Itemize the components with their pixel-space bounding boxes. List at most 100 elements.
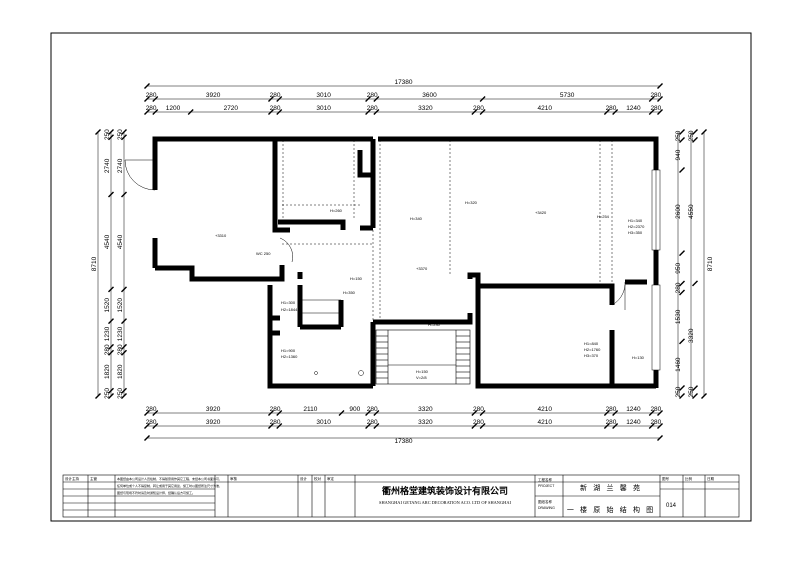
dimension-tick — [121, 134, 127, 141]
bottom-dimension-row1: 2110 — [303, 406, 317, 413]
bottom-dimension-row1: 3320 — [418, 406, 433, 413]
dimension-tick — [121, 393, 127, 399]
top-dimension-row1: 280 — [146, 92, 157, 99]
bottom-dimension-row1: 3920 — [206, 406, 221, 413]
drawing-name: 一 楼 原 始 结 构 图 — [567, 505, 655, 514]
top-dimension-row1: 280 — [367, 92, 378, 99]
dimension-tick — [144, 435, 150, 441]
dimension-tick — [657, 109, 663, 115]
right-dimension-col1: 1530 — [675, 309, 682, 324]
dimension-tick — [108, 343, 114, 350]
note-line-1: 本图纸由本公司设计人员绘制，不得随意用作其它工程，未经本公司书面许可， — [117, 476, 222, 481]
title-block-texts: 设计主持 主管 本图纸由本公司设计人员绘制，不得随意用作其它工程，未经本公司书面… — [65, 476, 715, 514]
top-dimension-row1: 3600 — [422, 92, 437, 99]
dimension-tick — [373, 410, 380, 416]
dimension-tick — [603, 109, 610, 115]
dimension-tick — [692, 385, 698, 392]
dimension-tick — [657, 435, 663, 441]
dimension-tick — [121, 286, 127, 293]
left-dimension-col1: 250 — [104, 388, 111, 399]
room-annotation: H=130 — [632, 355, 645, 360]
dimension-tick — [276, 423, 283, 429]
dimension-tick — [108, 393, 114, 399]
sheet-frame — [50, 32, 752, 522]
left-dimension-col1: 1230 — [104, 326, 111, 341]
top-dimension-row1: 3010 — [316, 92, 331, 99]
bottom-dimension-row2: 3920 — [206, 419, 221, 426]
dimension-tick — [679, 289, 685, 296]
dimension-tick — [152, 423, 159, 429]
dimension-tick — [471, 410, 478, 416]
left-dimension-col1: 250 — [104, 129, 111, 140]
bottom-dimension-row2: 280 — [650, 419, 661, 426]
dimension-tick — [657, 410, 663, 416]
dimension-lines — [97, 85, 705, 439]
dimension-tick — [276, 410, 283, 416]
right-dimension-col1: 940 — [675, 149, 682, 160]
right-dimension-col1: 280 — [675, 282, 682, 293]
dimension-tick — [108, 134, 114, 141]
dimension-tick — [648, 410, 655, 416]
dimension-tick — [95, 393, 101, 399]
dimension-tick — [479, 410, 486, 416]
dimension-tick — [657, 83, 663, 89]
bottom-dimension-row2: 3010 — [316, 419, 331, 426]
left-dimension-col2: 280 — [117, 344, 124, 355]
top-dimension-row2: 3010 — [316, 105, 331, 112]
room-annotation: H=230 — [428, 322, 441, 327]
dimension-tick — [679, 250, 685, 257]
room-annotation: H2=1360 — [281, 354, 298, 359]
left-dimension-col1: 1820 — [104, 364, 111, 379]
dimension-tick — [365, 410, 372, 416]
dimension-tick — [152, 109, 159, 115]
left-dimension-col1: 4540 — [104, 234, 111, 249]
cell-label-6: 审定 — [327, 476, 335, 481]
top-dimension-row2: 2720 — [224, 105, 239, 112]
top-dimension-row1: 280 — [650, 92, 661, 99]
dimension-tick — [121, 129, 127, 135]
date-label: 日期 — [707, 476, 715, 481]
dimension-tick — [144, 410, 150, 416]
note-line-2: 任何单位或个人不得复制、转让或用于其它用途，施工时以图纸所注尺寸为准， — [117, 483, 222, 488]
top-dimension-row1: 5730 — [560, 92, 575, 99]
bottom-dimension-row2: 280 — [473, 419, 484, 426]
bottom-dimension-row1: 280 — [367, 406, 378, 413]
dimension-tick — [338, 410, 345, 416]
dimension-tick — [108, 129, 114, 135]
company-name-cn: 衢州格堂建筑装饰设计有限公司 — [382, 485, 508, 497]
cell-label-4: 设计 — [300, 476, 308, 481]
room-annotation: H=320 — [465, 200, 478, 205]
room-annotation: H3=370 — [584, 353, 599, 358]
room-annotation: H1=340 — [628, 218, 643, 223]
right-dimension-col2: 250 — [688, 386, 695, 397]
dimension-tick — [108, 318, 114, 325]
dimension-tick — [657, 423, 663, 429]
cell-label-3: 审核 — [230, 476, 237, 481]
left-dimension-col2: 1820 — [117, 364, 124, 379]
walls — [152, 136, 659, 389]
top-dimension-row2: 280 — [650, 105, 661, 112]
bottom-dimension-row2: 280 — [146, 419, 157, 426]
company-name-en: SHANGHAI GETANG ARC DECORATION ACO. LTD … — [379, 500, 511, 505]
room-annotation: H2=1844 — [281, 307, 298, 312]
cell-label-5: 校对 — [314, 476, 322, 481]
left-dimension-col2: 2740 — [117, 158, 124, 173]
drawing-label-en: DRAWING — [538, 506, 555, 510]
project-name: 新 湖 兰 馨 苑 — [580, 483, 642, 492]
dimension-tick — [701, 129, 707, 135]
right-dimension-col2: 3320 — [688, 328, 695, 343]
right-dimension-col2: 4550 — [688, 204, 695, 219]
dimension-tick — [187, 109, 194, 115]
project-label-en: PROJECT — [538, 484, 555, 488]
dimension-tick — [152, 96, 159, 102]
drawing-label: 图纸名称 — [538, 499, 552, 504]
dimension-tick — [267, 423, 274, 429]
wc-note: WC 250 — [256, 251, 271, 256]
dimension-tick — [108, 349, 114, 356]
right-dimension-col1: 250 — [675, 130, 682, 141]
top-dimension-row2: 280 — [473, 105, 484, 112]
left-dimension-col2: 1520 — [117, 298, 124, 313]
openings — [124, 140, 661, 387]
